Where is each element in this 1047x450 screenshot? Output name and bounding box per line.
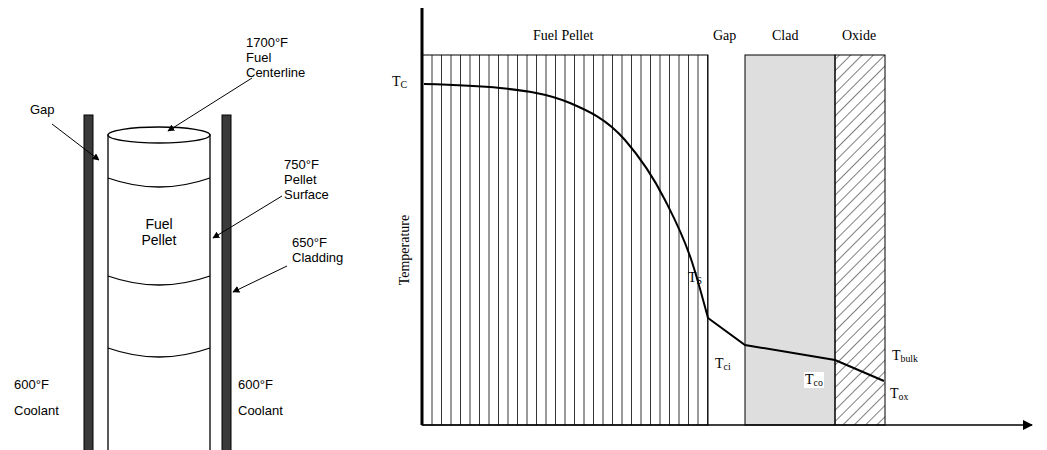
pellet-stripe	[603, 55, 604, 425]
pellet-label: Fuel Pellet	[133, 216, 185, 248]
cladding-wall	[222, 115, 231, 450]
temperature-symbol: Tox	[890, 386, 908, 402]
pellet-stripe	[470, 55, 471, 425]
pellet-stripe	[650, 55, 651, 425]
part-label: Fuel Centerline	[246, 51, 318, 81]
region-heading: Fuel Pellet	[533, 28, 593, 44]
pellet-stripe	[574, 55, 575, 425]
pellet-stripe	[489, 55, 490, 425]
temperature-value: 600°F	[14, 378, 49, 393]
pellet-stripe	[451, 55, 452, 425]
pellet-stripe	[555, 55, 556, 425]
cladding-wall	[84, 115, 93, 450]
part-label: Coolant	[238, 404, 283, 419]
part-label: Cladding	[292, 251, 343, 266]
temperature-curve	[424, 84, 884, 381]
temperature-value: 600°F	[238, 378, 273, 393]
pellet-stripe	[631, 55, 632, 425]
fuel-pellet: Fuel Pellet	[110, 190, 208, 274]
pellet-stripe	[669, 55, 670, 425]
pellet-stripe	[508, 55, 509, 425]
temperature-symbol: Tbulk	[892, 348, 918, 364]
part-label: Pellet Surface	[284, 173, 342, 203]
temperature-symbol: Tco	[804, 372, 824, 388]
pellet-stripe	[527, 55, 528, 425]
temperature-value: 650°F	[292, 236, 327, 251]
pellet-stripe	[536, 55, 537, 425]
pellet-stripe	[612, 55, 613, 425]
region-heading: Gap	[713, 28, 736, 44]
temperature-value: 1700°F	[246, 36, 288, 51]
pellet-stripe	[679, 55, 680, 425]
pellet-stripe	[441, 55, 442, 425]
temperature-symbol: TC	[392, 74, 407, 90]
part-label: Gap	[30, 103, 55, 118]
pellet-stripe	[517, 55, 518, 425]
part-label: Coolant	[14, 404, 59, 419]
pellet-stack	[108, 127, 210, 450]
pellet-stripe	[641, 55, 642, 425]
pellet-stripe	[593, 55, 594, 425]
temperature-value: 750°F	[284, 158, 319, 173]
temperature-graph	[422, 8, 1032, 425]
pellet-stripe	[622, 55, 623, 425]
pellet-stripe	[432, 55, 433, 425]
pellet-stripe	[688, 55, 689, 425]
pellet-stripe	[698, 55, 699, 425]
pellet-stripe	[565, 55, 566, 425]
pellet-stripe	[660, 55, 661, 425]
region-heading: Clad	[772, 28, 798, 44]
pellet-stripe	[498, 55, 499, 425]
temperature-symbol: Tci	[714, 356, 732, 372]
region-heading: Oxide	[842, 28, 876, 44]
pellet-stripe	[546, 55, 547, 425]
leader-arrows	[52, 78, 287, 292]
axis-label: Temperature	[397, 215, 413, 286]
temperature-symbol: TS	[688, 270, 702, 286]
pellet-stripe	[460, 55, 461, 425]
pellet-stripe	[479, 55, 480, 425]
